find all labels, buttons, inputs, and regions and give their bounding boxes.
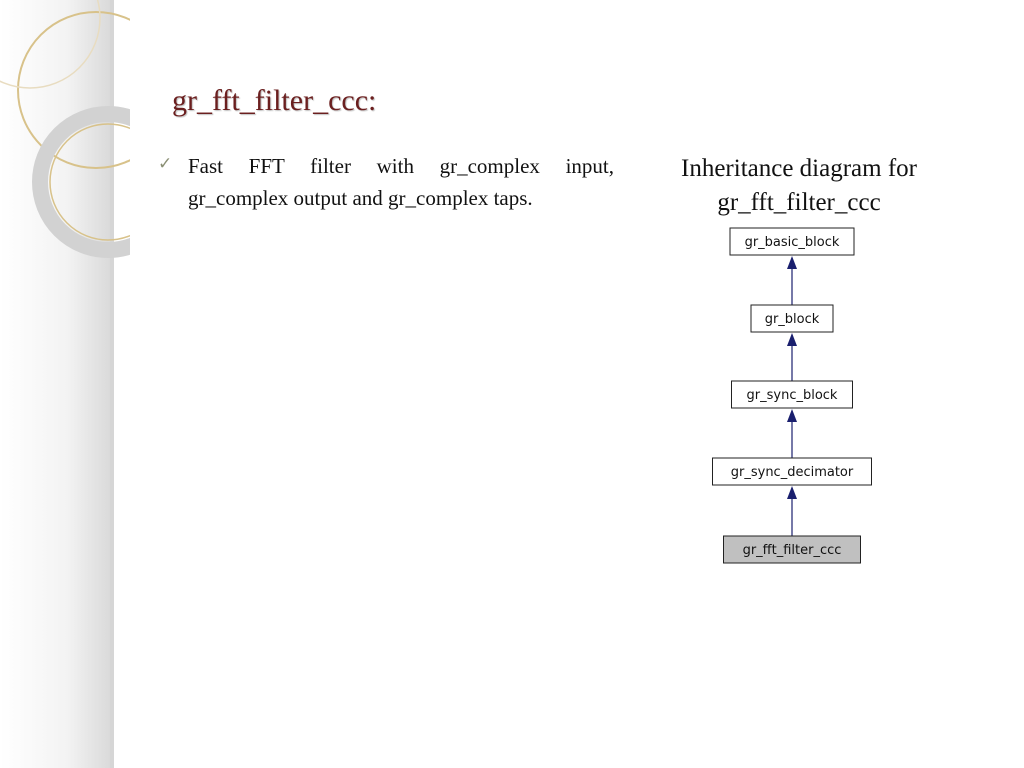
slide-title: gr_fft_filter_ccc: xyxy=(172,84,377,117)
node-box-gr_block xyxy=(750,304,834,333)
bullet-text: Fast FFT filter with gr_complex input, g… xyxy=(188,154,614,210)
deco-ring-gold xyxy=(49,123,130,241)
arrowhead-gr_sync_decimator xyxy=(787,486,797,499)
node-box-gr_fft_filter_ccc xyxy=(723,535,861,564)
sidebar-edge xyxy=(110,0,114,768)
checkmark-icon: ✓ xyxy=(158,154,173,174)
diagram-caption-line1: Inheritance diagram for xyxy=(681,155,917,182)
inheritance-diagram: gr_basic_block gr_block gr_sync_block gr_sy… xyxy=(712,227,872,564)
node-label-gr_sync_block: gr_sync_block xyxy=(747,388,838,403)
node-gr_sync_decimator: gr_sync_decimator xyxy=(712,457,872,486)
diagram-caption: Inheritance diagram for gr_fft_filter_cc… xyxy=(646,152,952,220)
node-label-gr_sync_decimator: gr_sync_decimator xyxy=(731,465,854,480)
arrowhead-gr_sync_block xyxy=(787,409,797,422)
node-gr_basic_block: gr_basic_block xyxy=(729,227,855,256)
bullet-item: ✓ Fast FFT filter with gr_complex input,… xyxy=(158,150,614,214)
arrowhead-gr_basic_block xyxy=(787,256,797,269)
deco-ring-gray xyxy=(32,106,130,258)
node-gr_fft_filter_ccc: gr_fft_filter_ccc xyxy=(723,535,861,564)
diagram-caption-line2: gr_fft_filter_ccc xyxy=(717,189,881,216)
node-box-gr_sync_decimator xyxy=(712,457,872,486)
deco-circle-light xyxy=(0,0,101,89)
decorative-sidebar xyxy=(0,0,130,768)
node-box-gr_basic_block xyxy=(729,227,855,256)
node-box-gr_sync_block xyxy=(731,380,853,409)
node-label-gr_fft_filter_ccc: gr_fft_filter_ccc xyxy=(743,543,842,558)
arrowhead-gr_block xyxy=(787,333,797,346)
node-label-gr_block: gr_block xyxy=(765,312,820,327)
node-label-gr_basic_block: gr_basic_block xyxy=(745,235,840,250)
node-gr_sync_block: gr_sync_block xyxy=(731,380,853,409)
deco-circle-gold xyxy=(17,11,130,169)
node-gr_block: gr_block xyxy=(750,304,834,333)
